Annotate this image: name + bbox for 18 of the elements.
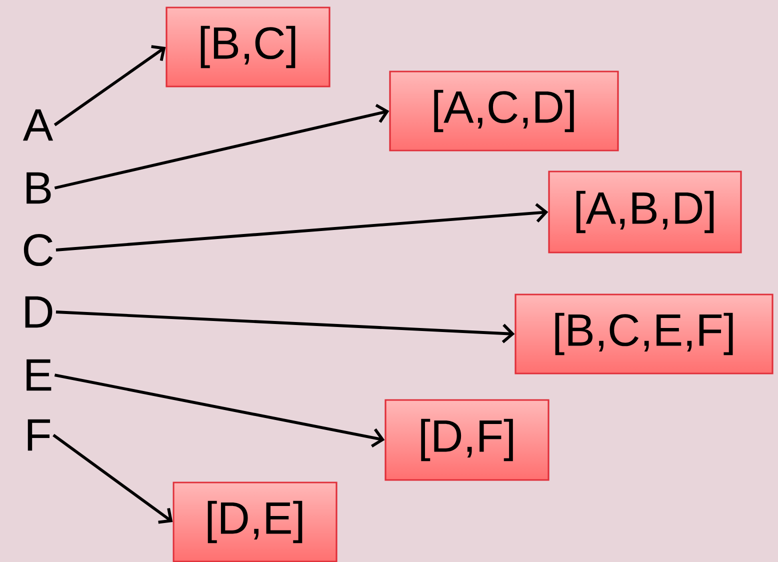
letter-label: B — [26, 172, 51, 204]
list-box: [D,F] — [384, 399, 550, 481]
letter-label: E — [26, 359, 52, 391]
arrow — [54, 104, 390, 190]
list-box: [B,C] — [166, 6, 330, 88]
arrow — [54, 374, 385, 448]
arrow — [52, 434, 173, 524]
list-box: [B,C,E,F] — [514, 294, 774, 374]
list-box: [A,C,D] — [389, 70, 619, 152]
arrow — [56, 203, 548, 252]
list-box: [A,B,D] — [548, 170, 742, 254]
letter-label: F — [28, 419, 50, 451]
letter-label: D — [25, 296, 52, 328]
list-box: [D,E] — [172, 482, 338, 562]
arrow — [56, 310, 515, 344]
arrow — [54, 45, 166, 126]
letter-label: C — [24, 234, 53, 266]
letter-label: A — [22, 109, 54, 141]
